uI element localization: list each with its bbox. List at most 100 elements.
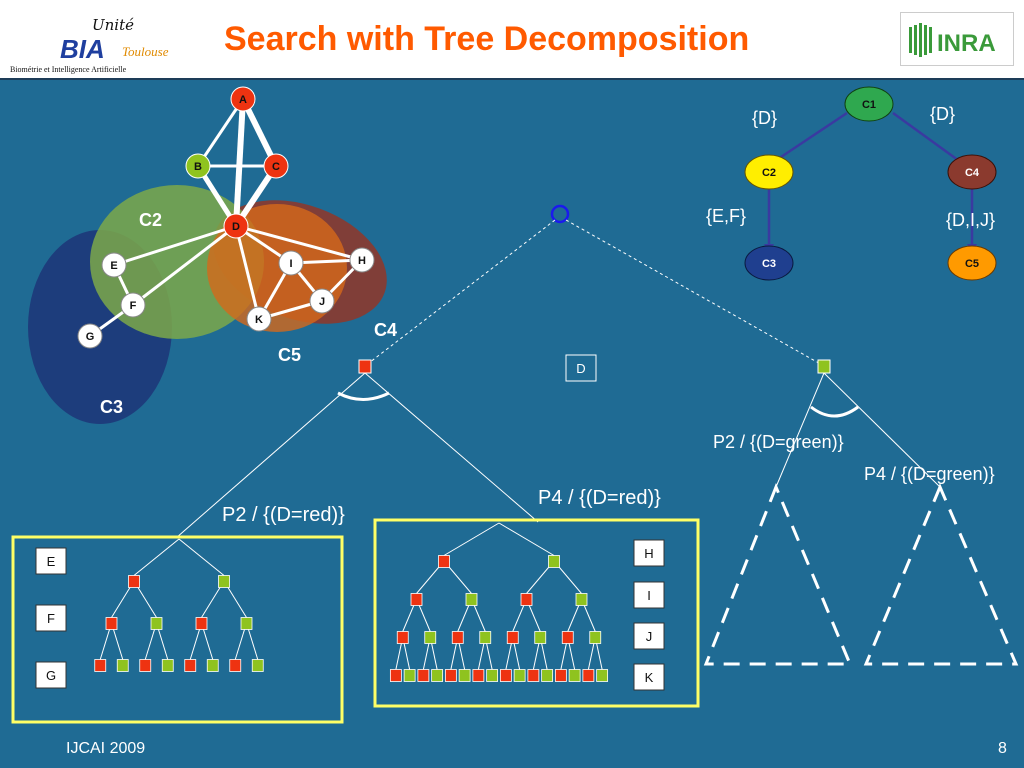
- inra-logo-text: INRA: [937, 30, 996, 57]
- root-variable-label: D: [576, 361, 585, 376]
- red-right-edge: [364, 372, 539, 523]
- logo-unit-text: Unité: [92, 16, 134, 34]
- search-edge: [178, 538, 225, 576]
- graph-node-e: E: [101, 252, 127, 278]
- var-box-e: E: [35, 547, 67, 575]
- root-to-red-dashed: [364, 219, 556, 367]
- constraint-graph: A B C D E F G H I J K C2 C3 C4 C5: [28, 86, 397, 424]
- graph-node-i: I: [278, 250, 304, 276]
- var-box-j: J: [633, 622, 665, 650]
- var-box-f: F: [35, 604, 67, 632]
- footer-conference: IJCAI 2009: [66, 740, 146, 757]
- tree-edge-c1-c2: [771, 111, 848, 165]
- green-left-edge: [775, 372, 825, 488]
- search-node-green: [465, 593, 478, 606]
- page-title: Search with Tree Decomposition: [224, 20, 750, 58]
- svg-text:C4: C4: [965, 167, 980, 179]
- cluster-label-c3: C3: [100, 397, 123, 417]
- red-and-arc: [337, 391, 390, 401]
- search-node-green: [596, 669, 609, 682]
- search-edge: [133, 538, 180, 576]
- svg-text:J: J: [646, 629, 653, 644]
- cluster-label-c2: C2: [139, 210, 162, 230]
- search-node-green: [541, 669, 554, 682]
- biat-logo: Unité BIA Toulouse Biométrie et Intellig…: [10, 16, 169, 74]
- green-and-arc: [810, 405, 859, 418]
- logo-tagline: Biométrie et Intelligence Artificielle: [10, 65, 127, 74]
- svg-text:E: E: [110, 260, 117, 272]
- svg-text:F: F: [47, 611, 55, 626]
- unexplored-subtrees: [703, 483, 1019, 666]
- search-node-red: [438, 555, 450, 568]
- search-node-red: [520, 593, 533, 606]
- svg-text:C2: C2: [762, 167, 776, 179]
- svg-text:I: I: [647, 588, 651, 603]
- svg-text:C: C: [272, 161, 280, 173]
- search-node-green: [458, 669, 471, 682]
- edge-d-f: [132, 224, 237, 307]
- search-node-green: [486, 669, 499, 682]
- search-node-red: [94, 659, 107, 672]
- edge-d-k: [234, 225, 261, 320]
- search-node-green: [534, 631, 547, 644]
- svg-text:K: K: [645, 670, 654, 685]
- separator-c4-c5: {D,I,J}: [946, 210, 995, 230]
- svg-text:I: I: [289, 258, 292, 270]
- subproblem-box-p2: [11, 535, 344, 724]
- tree-edge-c1-c4: [892, 111, 963, 165]
- footer-page-number: 8: [998, 740, 1007, 757]
- search-node-green: [589, 631, 602, 644]
- search-node-red: [105, 617, 118, 630]
- cluster-labels: C2 C3 C4 C5: [100, 210, 397, 417]
- graph-nodes: A B C D E F G H I J K: [77, 86, 375, 349]
- search-edge: [498, 522, 555, 556]
- search-node-red: [396, 631, 409, 644]
- search-node-red: [554, 669, 567, 682]
- svg-text:A: A: [239, 94, 247, 106]
- label-p4-red: P4 / {(D=red)}: [538, 487, 661, 509]
- var-boxes-right: H I J K: [633, 539, 665, 691]
- search-node-green: [403, 669, 416, 682]
- separator-labels: {D} {D} {E,F} {D,I,J}: [706, 104, 995, 230]
- svg-text:E: E: [47, 554, 56, 569]
- var-box-k: K: [633, 663, 665, 691]
- var-boxes-left: E F G: [35, 547, 67, 689]
- search-node-green: [479, 631, 492, 644]
- branch-d-red: [358, 359, 372, 374]
- search-node-red: [229, 659, 242, 672]
- svg-text:H: H: [358, 255, 366, 267]
- tree-node-c2: C2: [744, 154, 794, 190]
- edge-a-b: [196, 98, 245, 167]
- cluster-tree: C1 C2 C3 C4 C5 {D} {D} {E,F} {D,I,J}: [706, 86, 997, 281]
- svg-text:C5: C5: [965, 258, 979, 270]
- logo-toulouse-text: Toulouse: [122, 44, 169, 59]
- search-node-red: [389, 669, 402, 682]
- label-p4-green: P4 / {(D=green)}: [864, 464, 995, 484]
- search-node-green: [513, 669, 526, 682]
- subtree-triangle-left: [703, 483, 853, 666]
- logo-biat-text: BIA: [60, 34, 105, 64]
- search-node-red: [499, 669, 512, 682]
- search-node-red: [128, 575, 140, 588]
- search-node-green: [116, 659, 129, 672]
- green-right-edge: [823, 372, 941, 488]
- search-node-red: [139, 659, 152, 672]
- svg-text:K: K: [255, 314, 263, 326]
- search-edge: [443, 522, 500, 556]
- subproblem-box-p4: [373, 518, 700, 708]
- search-node-red: [561, 631, 574, 644]
- cluster-label-c5: C5: [278, 345, 301, 365]
- var-box-i: I: [633, 581, 665, 609]
- search-node-red: [444, 669, 457, 682]
- search-node-red: [527, 669, 540, 682]
- graph-node-h: H: [349, 247, 375, 273]
- inra-stripes-icon: [909, 23, 932, 57]
- tree-arrowheads: [764, 244, 977, 252]
- search-node-green: [251, 659, 264, 672]
- graph-node-c: C: [263, 153, 289, 179]
- graph-node-f: F: [120, 292, 146, 318]
- var-box-g: G: [35, 661, 67, 689]
- graph-node-k: K: [246, 306, 272, 332]
- search-node-green: [568, 669, 581, 682]
- var-box-h: H: [633, 539, 665, 567]
